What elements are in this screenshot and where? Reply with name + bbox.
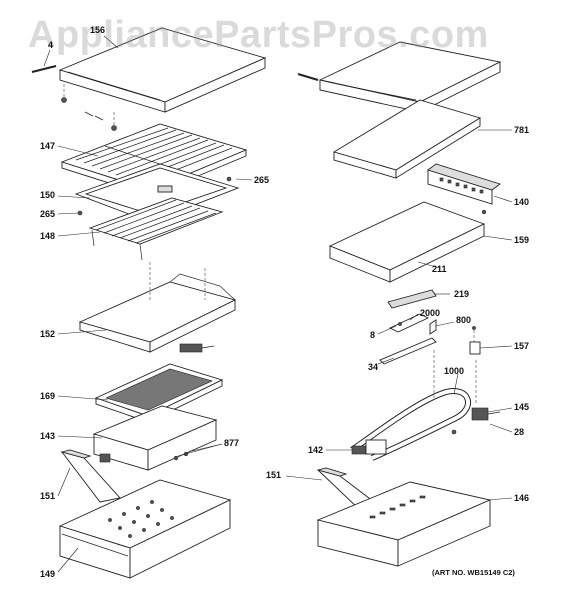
callout-219: 219 <box>454 289 470 299</box>
callout-143: 143 <box>40 431 56 441</box>
drip-tray-152 <box>78 262 237 353</box>
leader-lines <box>43 35 513 573</box>
bracket-157 <box>469 326 481 355</box>
wave-plate-148 <box>88 197 224 261</box>
callout-265a: 265 <box>254 175 270 185</box>
callout-169: 169 <box>40 391 56 401</box>
bracket-219 <box>387 289 437 309</box>
cover-right <box>297 41 502 113</box>
frame-150 <box>74 163 240 223</box>
callout-265b: 265 <box>40 209 56 219</box>
callout-149: 149 <box>40 569 56 579</box>
griddle-plate-781 <box>332 99 482 179</box>
callout-156: 156 <box>90 25 106 35</box>
grease-cup-140 <box>427 163 501 205</box>
rod-34 <box>379 337 437 365</box>
callout-146: 146 <box>514 493 530 503</box>
screw-28 <box>451 429 457 435</box>
bracket-2000 <box>388 313 430 333</box>
burner-box-143 <box>92 405 218 471</box>
screw-265b <box>77 210 83 216</box>
bottom-pan-146 <box>316 481 492 567</box>
callout-28: 28 <box>514 427 525 437</box>
side-rail-151a <box>60 449 121 503</box>
callout-150: 150 <box>40 190 56 200</box>
callout-8: 8 <box>370 330 376 340</box>
orifice-142 <box>351 439 387 455</box>
callout-142: 142 <box>308 445 324 455</box>
griddle-pan-159 <box>328 201 486 283</box>
callout-157: 157 <box>514 341 530 351</box>
screw-140 <box>481 209 487 215</box>
callout-877: 877 <box>224 438 240 448</box>
callout-1000: 1000 <box>444 366 465 376</box>
cover-156 <box>58 27 267 113</box>
watermark-text: AppliancePartsPros.com <box>28 14 489 56</box>
callout-159: 159 <box>514 235 530 245</box>
valve-145 <box>471 407 501 421</box>
bottom-pan-149 <box>58 479 232 579</box>
callout-145: 145 <box>514 402 530 412</box>
callout-781: 781 <box>514 125 530 135</box>
rod-4 <box>31 65 57 73</box>
callout-148: 148 <box>40 231 56 241</box>
callout-4: 4 <box>48 40 54 50</box>
callout-152: 152 <box>40 329 56 339</box>
screws-under-cover <box>61 84 117 131</box>
callout-151b: 151 <box>266 470 282 480</box>
screw-265a <box>226 176 232 182</box>
callout-151a: 151 <box>40 491 56 501</box>
callout-800: 800 <box>456 315 472 325</box>
burner-1000 <box>350 388 471 461</box>
callout-211: 211 <box>432 264 447 274</box>
callout-34: 34 <box>368 362 379 372</box>
art-number: (ART NO. WB15149 C2) <box>432 568 515 577</box>
callout-2000: 2000 <box>420 308 441 318</box>
igniter-connector <box>179 343 215 353</box>
callout-147: 147 <box>40 141 56 151</box>
clip-800 <box>429 319 437 335</box>
callout-140: 140 <box>514 197 530 207</box>
